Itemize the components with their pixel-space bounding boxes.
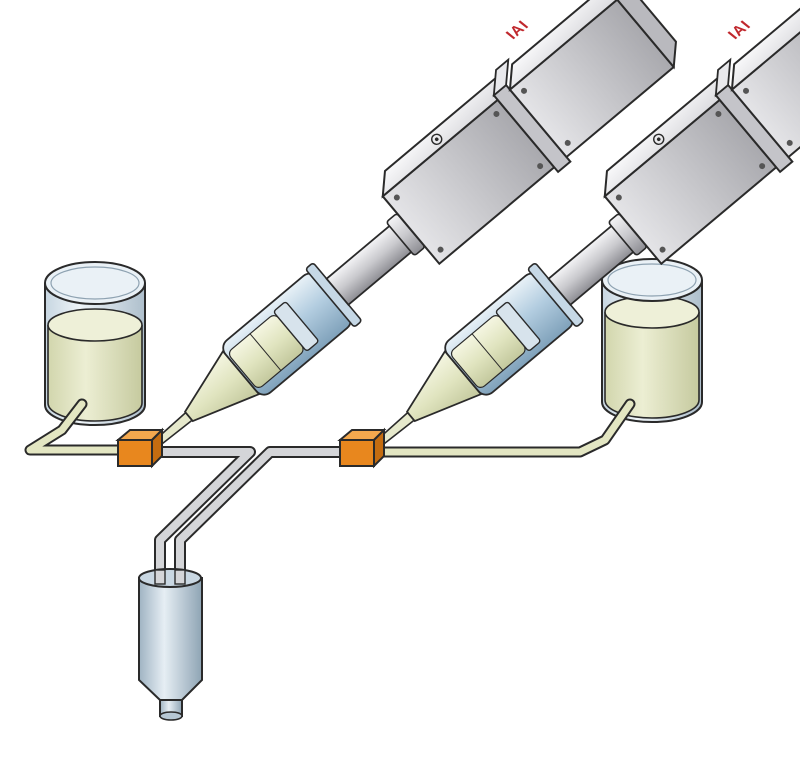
output-tube-right (174, 446, 352, 575)
reservoir-right (601, 258, 703, 423)
valve-right (337, 427, 387, 469)
brand-label-left: IAI (503, 17, 531, 44)
output-tube-left (150, 446, 256, 575)
reservoir-tube-right (364, 398, 636, 458)
reservoir-tube-left (24, 398, 138, 456)
brand-label-right: IAI (725, 17, 753, 44)
valve-left (115, 427, 165, 469)
mixing-nozzle (138, 568, 203, 721)
reservoir-left (44, 261, 146, 426)
